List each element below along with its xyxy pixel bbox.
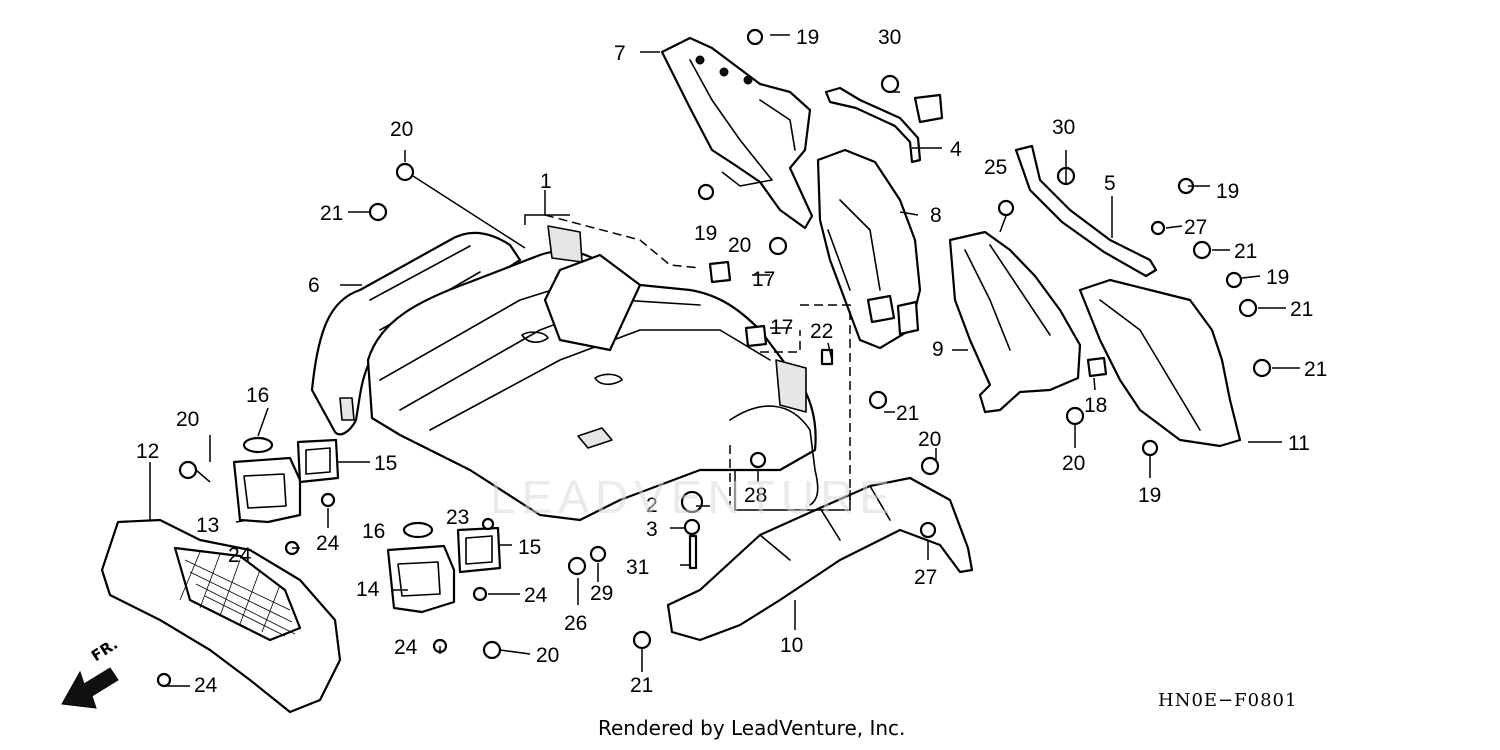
callout-10: 10: [780, 634, 803, 657]
callout-20e: 20: [1062, 452, 1085, 475]
part-4-stay: [824, 86, 944, 164]
callout-20c: 20: [728, 234, 751, 257]
callout-17b: 17: [770, 316, 793, 339]
callout-labels: 1 2 3 4 5 6 7 8 9 10 11 12 13 14 15 15 1…: [136, 26, 1327, 697]
callout-24c: 24: [524, 584, 548, 607]
callout-31: 31: [626, 556, 649, 579]
callout-14: 14: [356, 578, 380, 601]
part-10-fender-strip: [666, 476, 974, 642]
callout-28: 28: [744, 484, 767, 507]
callout-7: 7: [614, 42, 626, 65]
callout-29: 29: [590, 582, 613, 605]
part-11-side-panel: [1078, 278, 1242, 448]
callout-23: 23: [446, 506, 469, 529]
footer-credit: Rendered by LeadVenture, Inc.: [598, 716, 906, 740]
part-12-grille: [100, 518, 342, 714]
part-7-side-panel: [660, 36, 814, 230]
callout-27a: 27: [1184, 216, 1207, 239]
callout-13: 13: [196, 514, 219, 537]
callout-24a: 24: [228, 544, 252, 567]
callout-19a: 19: [796, 26, 819, 49]
callout-11: 11: [1288, 432, 1310, 455]
callout-6: 6: [308, 274, 320, 297]
callout-20f: 20: [536, 644, 559, 667]
callout-21b: 21: [896, 402, 919, 425]
callout-24e: 24: [194, 674, 218, 697]
callout-21a: 21: [320, 202, 343, 225]
callout-19e: 19: [1138, 484, 1161, 507]
front-direction-arrow-icon: [61, 667, 119, 709]
callout-12: 12: [136, 440, 159, 463]
callout-18: 18: [1084, 394, 1107, 417]
callout-4: 4: [950, 138, 962, 161]
callout-15a: 15: [374, 452, 397, 475]
callout-19d: 19: [1266, 266, 1289, 289]
part-9-inner-panel: [948, 230, 1082, 414]
callout-9: 9: [932, 338, 944, 361]
callout-19b: 19: [694, 222, 717, 245]
dashed-guides: [544, 214, 851, 505]
callout-30a: 30: [878, 26, 901, 49]
callout-27b: 27: [914, 566, 937, 589]
leader-lines: [149, 34, 1300, 687]
part-16-grommet: [242, 436, 434, 539]
callout-25: 25: [984, 156, 1007, 179]
callout-15b: 15: [518, 536, 541, 559]
part-14-lamp-case: [386, 544, 456, 614]
watermark: LEADVENTURE: [490, 471, 896, 523]
part-13-lamp-case: [232, 456, 302, 524]
callout-24b: 24: [316, 532, 340, 555]
callout-26: 26: [564, 612, 587, 635]
callout-19c: 19: [1216, 180, 1239, 203]
callout-16b: 16: [362, 520, 385, 543]
callout-30b: 30: [1052, 116, 1075, 139]
callout-21c: 21: [1234, 240, 1257, 263]
callout-8: 8: [930, 204, 942, 227]
callout-16a: 16: [246, 384, 269, 407]
callout-5: 5: [1104, 172, 1116, 195]
callout-17a: 17: [752, 268, 775, 291]
part-15-boot: [296, 438, 502, 574]
callout-20b: 20: [176, 408, 199, 431]
drawing-code: HN0E−F0801: [1158, 690, 1298, 711]
callout-21e: 21: [1304, 358, 1327, 381]
callout-1: 1: [540, 170, 552, 193]
callout-20d: 20: [918, 428, 941, 451]
callout-3: 3: [646, 518, 658, 541]
callout-20a: 20: [390, 118, 413, 141]
callout-21f: 21: [630, 674, 653, 697]
callout-21d: 21: [1290, 298, 1313, 321]
callout-22: 22: [810, 320, 833, 343]
callout-2: 2: [646, 494, 658, 517]
part-1-front-fender: [366, 225, 819, 522]
callout-24d: 24: [394, 636, 418, 659]
part-5-stay: [1014, 144, 1158, 278]
part-8-inner-panel: [816, 148, 922, 350]
